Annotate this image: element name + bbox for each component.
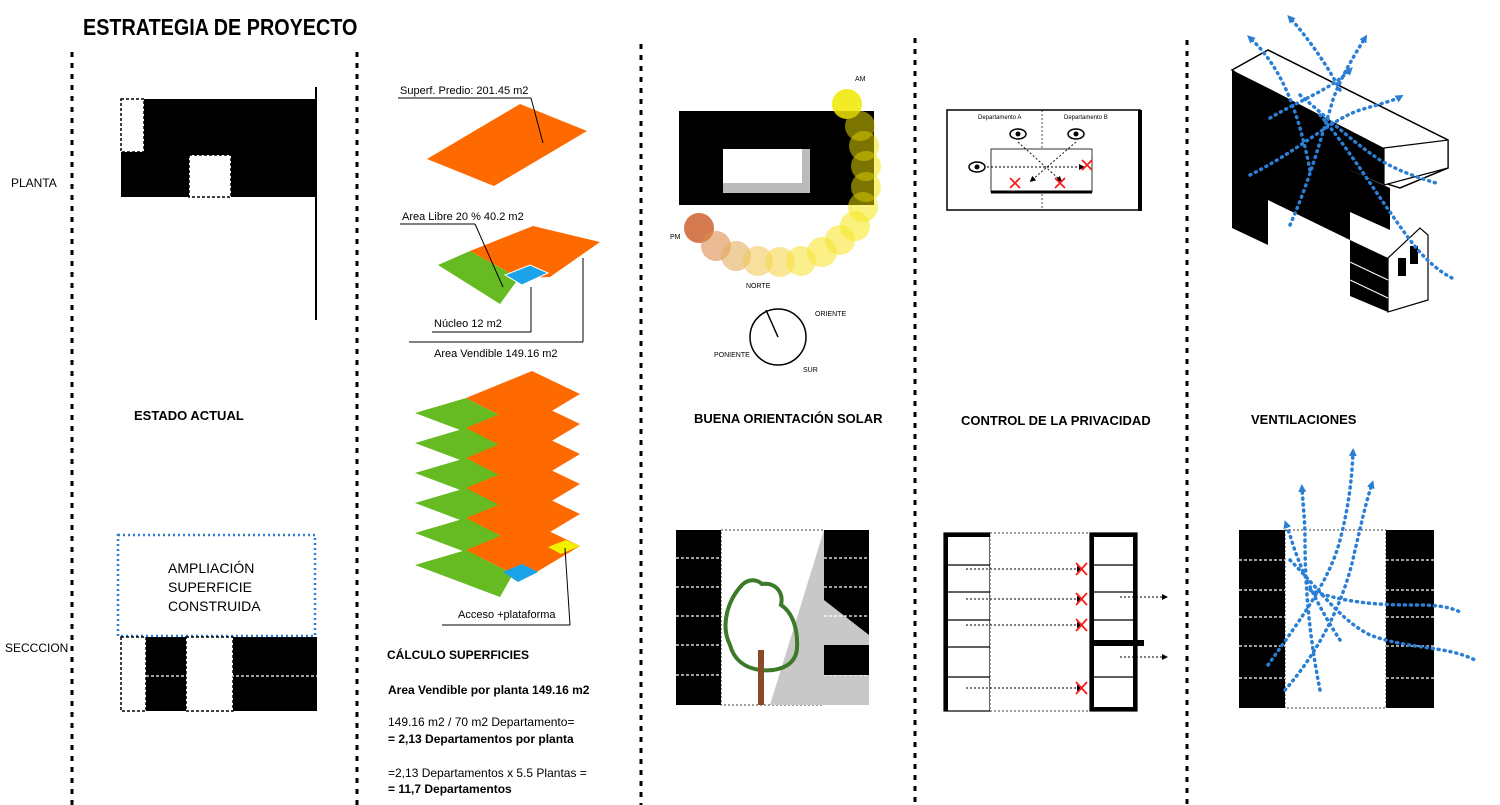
oriente-label: ORIENTE: [815, 311, 847, 318]
solar-caption: BUENA ORIENTACIÓN SOLAR: [694, 411, 883, 426]
estado-section: [116, 533, 317, 712]
ventilaciones-caption: VENTILACIONES: [1251, 412, 1357, 427]
nucleo-label: Núcleo 12 m2: [434, 318, 502, 330]
column-dividers: [70, 38, 1189, 805]
solar-plan: [679, 89, 881, 366]
calculo-line-3: = 2,13 Departamentos por planta: [388, 732, 574, 746]
solar-section: [676, 529, 869, 706]
privacidad-section: [943, 532, 1168, 712]
dep-b-label: Departamento B: [1064, 115, 1108, 121]
calculo-heading: CÁLCULO SUPERFICIES: [387, 648, 530, 662]
vendible-label: Area Vendible 149.16 m2: [434, 348, 558, 360]
calculo-line-1: Area Vendible por planta 149.16 m2: [388, 683, 590, 697]
estado-caption: ESTADO ACTUAL: [134, 408, 244, 423]
row-label-seccion: SECCCION: [5, 641, 69, 655]
row-label-planta: PLANTA: [11, 176, 57, 190]
calculo-stack: [415, 371, 580, 626]
page-title: ESTRATEGIA DE PROYECTO: [83, 14, 358, 40]
norte-label: NORTE: [746, 283, 771, 290]
predio-label: Superf. Predio: 201.45 m2: [400, 85, 529, 97]
dep-a-label: Departamento A: [978, 115, 1022, 121]
calculo-line-4: =2,13 Departamentos x 5.5 Plantas =: [388, 766, 587, 780]
blocked-view-marks-section: [1075, 562, 1088, 695]
sun-path: [684, 89, 881, 277]
area-libre-label: Area Libre 20 % 40.2 m2: [402, 211, 524, 223]
ventilaciones-axo: [1230, 15, 1454, 313]
poniente-label: PONIENTE: [714, 352, 750, 359]
calculo-parcels: [398, 97, 600, 343]
privacidad-caption: CONTROL DE LA PRIVACIDAD: [961, 413, 1151, 428]
privacidad-plan: [946, 109, 1142, 211]
ampliacion-label: AMPLIACIÓN SUPERFICIE CONSTRUIDA: [168, 560, 261, 614]
am-label: AM: [855, 76, 866, 83]
acceso-label: Acceso +plataforma: [458, 609, 556, 621]
blocked-view-marks: [1009, 159, 1093, 189]
pm-label: PM: [670, 234, 681, 241]
calculo-line-5: = 11,7 Departamentos: [388, 782, 512, 796]
calculo-line-2: 149.16 m2 / 70 m2 Departamento=: [388, 715, 575, 729]
eye-icon: [968, 128, 1085, 173]
ventilaciones-section: [1239, 448, 1477, 709]
estado-plan: [120, 87, 317, 320]
sur-label: SUR: [803, 367, 818, 374]
tree-icon: [723, 578, 800, 705]
